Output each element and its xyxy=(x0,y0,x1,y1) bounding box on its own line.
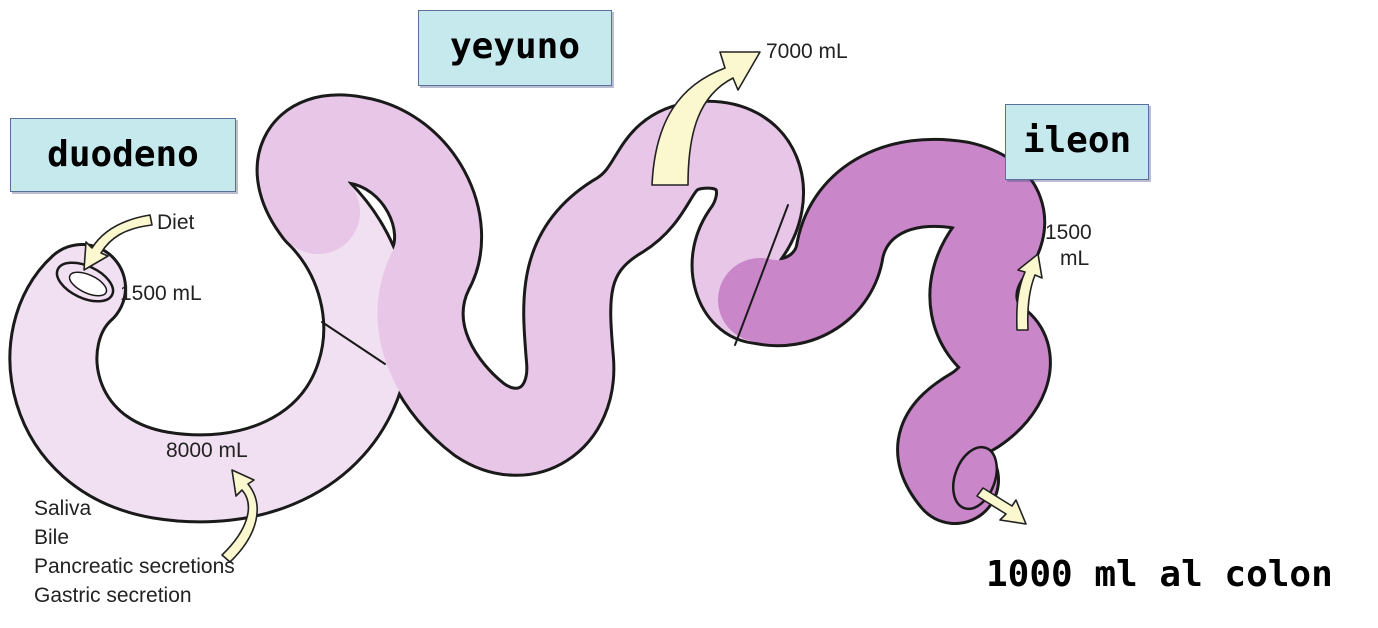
secretion-item: Saliva xyxy=(34,494,235,523)
intake-volume-label: 1500 mL xyxy=(120,282,202,306)
ileon-label: ileon xyxy=(1005,104,1149,180)
duodeno-label: duodeno xyxy=(10,118,236,192)
diet-label: Diet xyxy=(157,211,194,235)
ileum-absorption-value: 1500 xyxy=(1045,221,1092,245)
ileum-absorption-unit: mL xyxy=(1060,247,1089,271)
secretion-item: Gastric secretion xyxy=(34,581,235,610)
to-colon-label: 1000 ml al colon xyxy=(986,554,1333,595)
jejunum-absorption-label: 7000 mL xyxy=(766,40,848,64)
yeyuno-label: yeyuno xyxy=(418,10,612,86)
secretion-item: Bile xyxy=(34,523,235,552)
secretion-item: Pancreatic secretions xyxy=(34,552,235,581)
secretions-volume-label: 8000 mL xyxy=(166,439,248,463)
secretions-list: Saliva Bile Pancreatic secretions Gastri… xyxy=(34,494,235,610)
